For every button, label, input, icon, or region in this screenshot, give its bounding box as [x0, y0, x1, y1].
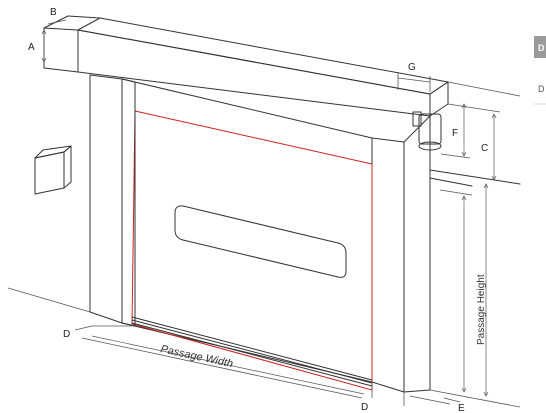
- floor-lines: [7, 287, 521, 408]
- label-f: F: [452, 128, 458, 139]
- label-d-bottom: D: [361, 402, 368, 413]
- side-tab-inactive[interactable]: D: [534, 84, 546, 105]
- label-a: A: [28, 42, 35, 53]
- label-g: G: [408, 62, 416, 73]
- dimension-lines: [41, 19, 501, 403]
- svg-text:D: D: [538, 84, 545, 94]
- label-e: E: [458, 403, 465, 413]
- right-column: [371, 115, 521, 393]
- label-d-left: D: [63, 329, 70, 340]
- label-passage-height: Passage Height: [476, 274, 487, 345]
- left-column: [89, 74, 136, 327]
- side-tab-active[interactable]: D: [534, 36, 546, 58]
- door-curtain: [121, 78, 373, 391]
- motor-unit: [412, 111, 442, 151]
- top-housing: [43, 15, 521, 117]
- label-c: C: [481, 143, 488, 154]
- vision-window: [174, 205, 347, 278]
- control-box: [34, 145, 72, 195]
- svg-text:D: D: [538, 43, 545, 53]
- label-b: B: [50, 7, 57, 18]
